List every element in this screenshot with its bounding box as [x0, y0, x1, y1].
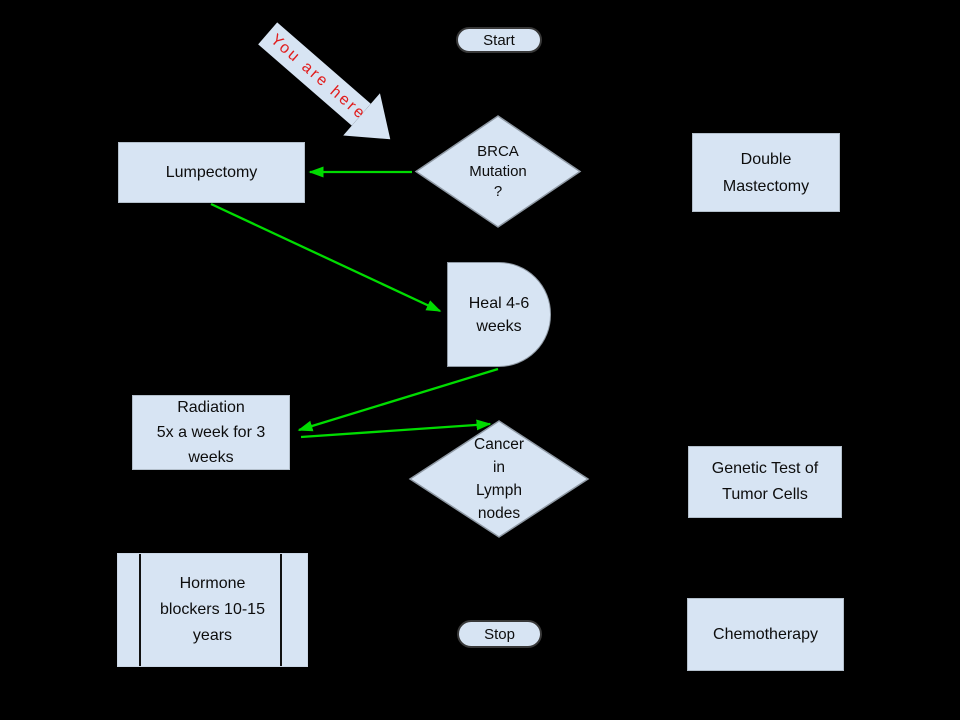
predefined-left-bar — [139, 554, 141, 666]
brca-mutation-decision: BRCA Mutation ? — [414, 115, 582, 228]
cancer-lymph-decision: Cancer in Lymph nodes — [408, 420, 590, 538]
genetic-test-label: Genetic Test of Tumor Cells — [711, 460, 819, 503]
hormone-blockers-predefined-process: Hormone blockers 10-15 years — [117, 553, 308, 667]
you-are-here-arrow: You are here — [250, 12, 409, 161]
heal-delay: Heal 4-6 weeks — [447, 262, 551, 367]
brca-mutation-label: BRCA Mutation ? — [469, 142, 527, 200]
stop-label: Stop — [484, 625, 515, 643]
lumpectomy-label: Lumpectomy — [165, 164, 258, 181]
stop-terminator: Stop — [457, 620, 542, 648]
double-mastectomy-label: Double Mastectomy — [722, 150, 810, 195]
radiation-label: Radiation 5x a week for 3 weeks — [156, 399, 266, 466]
start-label: Start — [483, 31, 515, 49]
diamond-shape — [414, 115, 582, 228]
cancer-lymph-label: Cancer in Lymph nodes — [474, 436, 524, 522]
chemotherapy-label: Chemotherapy — [713, 626, 818, 643]
you-are-here-label: You are here — [267, 30, 370, 124]
chemotherapy-process: Chemotherapy — [687, 598, 844, 671]
heal-label: Heal 4-6 weeks — [468, 294, 530, 335]
connector-lumpectomy-to-heal — [210, 202, 442, 313]
hormone-blockers-label: Hormone blockers 10-15 years — [160, 575, 265, 644]
genetic-test-process: Genetic Test of Tumor Cells — [688, 446, 842, 518]
predefined-right-bar — [280, 554, 282, 666]
start-terminator: Start — [456, 27, 542, 53]
radiation-process: Radiation 5x a week for 3 weeks — [132, 395, 290, 470]
lumpectomy-process: Lumpectomy — [118, 142, 305, 203]
diamond-shape — [408, 420, 590, 538]
double-mastectomy-process: Double Mastectomy — [692, 133, 840, 212]
